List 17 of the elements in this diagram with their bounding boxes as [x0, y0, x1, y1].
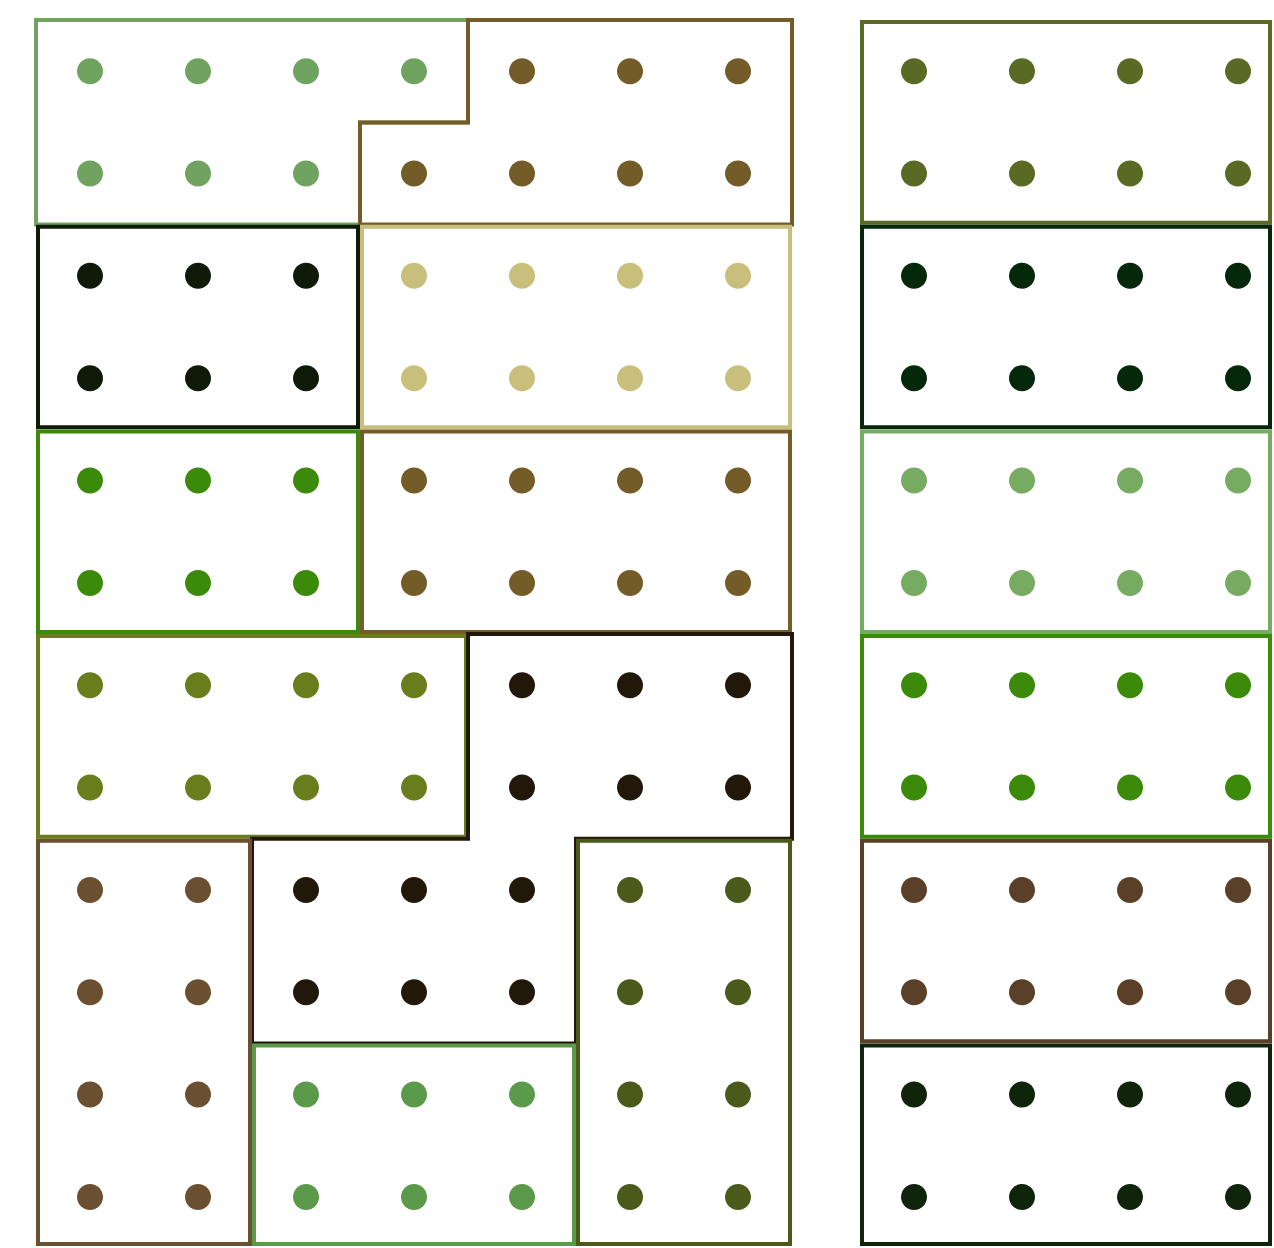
dot-grid-block: [250, 632, 794, 1046]
dot-grid-block: [36, 224, 360, 430]
dot-grid-block: [360, 429, 792, 635]
dot-grid-block: [860, 634, 1272, 839]
dot-grid-block: [358, 18, 794, 227]
dot-grid-block: [860, 224, 1272, 430]
dot-grid-block: [576, 838, 792, 1246]
dot-grid-block: [360, 224, 792, 430]
dot-grid-block: [36, 429, 360, 635]
dot-grid-block: [252, 1043, 576, 1247]
dot-grid-block: [860, 838, 1272, 1044]
dot-grid-block: [860, 1043, 1272, 1247]
dot-grid-block: [36, 838, 252, 1246]
dot-grid-block: [34, 18, 470, 227]
dot-grid-block: [36, 634, 468, 839]
dot-grid-block: [860, 20, 1272, 225]
dot-grid-block: [860, 429, 1272, 635]
